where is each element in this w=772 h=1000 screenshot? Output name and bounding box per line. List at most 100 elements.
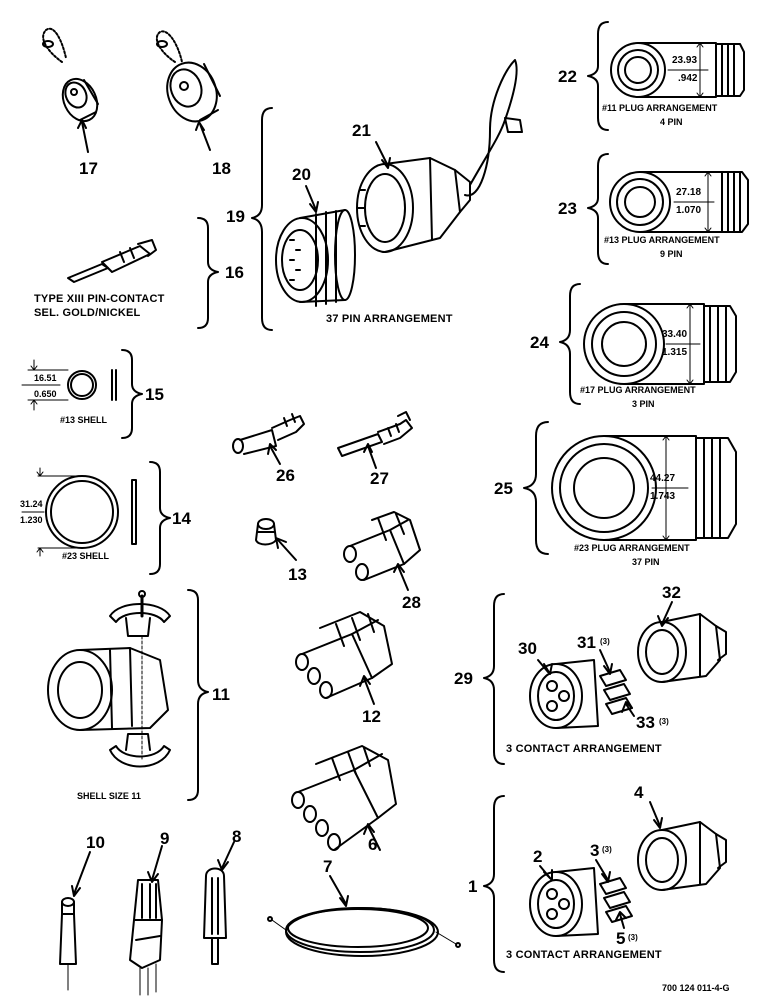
- shell-ring-13: [21, 359, 117, 411]
- arrow-31: [599, 649, 611, 673]
- shell-ring-23: [21, 467, 137, 557]
- arrow-6: [367, 825, 381, 851]
- callout-13: 13: [288, 565, 307, 584]
- arrow-3: [595, 859, 609, 881]
- arrow-12-head: [359, 675, 371, 687]
- callout-20: 20: [292, 165, 311, 184]
- dim-25-mm: 44.27: [650, 473, 676, 484]
- wire-coil-7: [267, 907, 461, 957]
- callout-31: 31: [577, 633, 596, 652]
- drawing-number: 700 124 011-4-G: [662, 983, 730, 993]
- bracket-24: [559, 283, 581, 405]
- arrow-28: [397, 565, 409, 591]
- bracket-16: [197, 217, 219, 329]
- dim-23-mm: 27.18: [676, 187, 702, 198]
- caption-plug-13-line2: 9 PIN: [660, 249, 683, 259]
- arrow-5-head: [615, 911, 627, 921]
- callout-6: 6: [368, 835, 378, 854]
- callout-29: 29: [454, 669, 473, 688]
- arrow-10: [73, 851, 91, 895]
- plug-22: [610, 42, 745, 98]
- arrow-7: [329, 875, 347, 905]
- arrow-17: [81, 121, 89, 153]
- arrow-28-head: [393, 563, 405, 573]
- caption-plug-13-line1: #13 PLUG ARRANGEMENT: [604, 235, 720, 245]
- bracket-25: [523, 421, 549, 555]
- callout-11: 11: [212, 685, 230, 704]
- arrow-10-head: [71, 885, 81, 897]
- callout-14: 14: [172, 509, 191, 528]
- arrow-9-head: [147, 871, 159, 883]
- callout-19: 19: [226, 207, 245, 226]
- bracket-14: [149, 461, 171, 575]
- arrow-13-head: [275, 537, 287, 549]
- connector-28: [343, 511, 421, 581]
- arrow-2-head: [543, 869, 553, 881]
- callout-1: 1: [468, 877, 478, 896]
- arrow-12: [363, 677, 375, 705]
- callout-15: 15: [145, 385, 164, 404]
- callout-2: 2: [533, 847, 543, 866]
- callout-33-qty: (3): [659, 717, 669, 726]
- contact-set-29: [529, 613, 727, 729]
- callout-33: 33: [636, 713, 655, 732]
- receptacle-20: [275, 209, 356, 307]
- callout-9: 9: [160, 829, 170, 848]
- pin-contact-27: [337, 411, 413, 457]
- callout-18: 18: [212, 159, 231, 178]
- bracket-22: [587, 21, 609, 131]
- caption-3-contact-arrangement-1: 3 CONTACT ARRANGEMENT: [506, 949, 662, 961]
- caption-23-shell: #23 SHELL: [62, 551, 110, 561]
- plug-25: [551, 435, 737, 541]
- tool-10: [59, 897, 77, 991]
- dust-cap-17: [42, 27, 99, 123]
- callout-5: 5: [616, 929, 626, 948]
- arrow-32: [661, 601, 673, 625]
- callout-10: 10: [86, 833, 105, 852]
- caption-plug-23-line2: 37 PIN: [632, 557, 660, 567]
- dust-cap-18: [155, 30, 221, 123]
- caption-shell-size-11: SHELL SIZE 11: [77, 791, 141, 801]
- callout-3-qty: (3): [602, 845, 612, 854]
- arrow-4-head: [653, 817, 663, 829]
- dim-22-mm: 23.93: [672, 55, 698, 66]
- plug-21: [356, 59, 523, 253]
- arrow-7-head: [339, 895, 349, 907]
- bracket-15: [121, 349, 143, 439]
- dim-24-in: 1.315: [662, 347, 688, 358]
- callout-4: 4: [634, 783, 644, 802]
- arrow-20: [305, 185, 317, 211]
- connector-12: [295, 611, 393, 699]
- arrow-21-head: [381, 157, 391, 169]
- arrow-17-head: [77, 119, 87, 129]
- callout-31-qty: (3): [600, 637, 610, 646]
- pin-contact-16: [67, 239, 157, 283]
- bracket-1: [483, 795, 505, 973]
- callout-26: 26: [276, 466, 295, 485]
- arrow-33: [625, 703, 635, 717]
- caption-plug-11-line2: 4 PIN: [660, 117, 683, 127]
- grommet-13: [255, 518, 277, 546]
- bracket-19: [251, 107, 273, 331]
- arrow-30: [537, 659, 549, 673]
- arrow-5: [619, 913, 625, 929]
- arrow-27: [367, 445, 377, 469]
- callout-32: 32: [662, 583, 681, 602]
- callout-8: 8: [232, 827, 242, 846]
- callout-3: 3: [590, 841, 600, 860]
- dim-22-in: .942: [678, 73, 698, 84]
- contact-set-1: [529, 821, 727, 937]
- bracket-11: [187, 589, 209, 801]
- arrow-13: [277, 539, 297, 561]
- arrow-26: [269, 445, 281, 465]
- dim-14-mm: 31.24: [20, 499, 43, 509]
- callout-25: 25: [494, 479, 513, 498]
- callout-17: 17: [79, 159, 98, 178]
- arrow-20-head: [309, 201, 319, 213]
- caption-37-pin-arrangement: 37 PIN ARRANGEMENT: [326, 313, 453, 325]
- arrow-18-head: [195, 121, 205, 131]
- caption-plug-11-line1: #11 PLUG ARRANGEMENT: [602, 103, 718, 113]
- caption-13-shell: #13 SHELL: [60, 415, 108, 425]
- shell-clamp-11: [47, 590, 171, 768]
